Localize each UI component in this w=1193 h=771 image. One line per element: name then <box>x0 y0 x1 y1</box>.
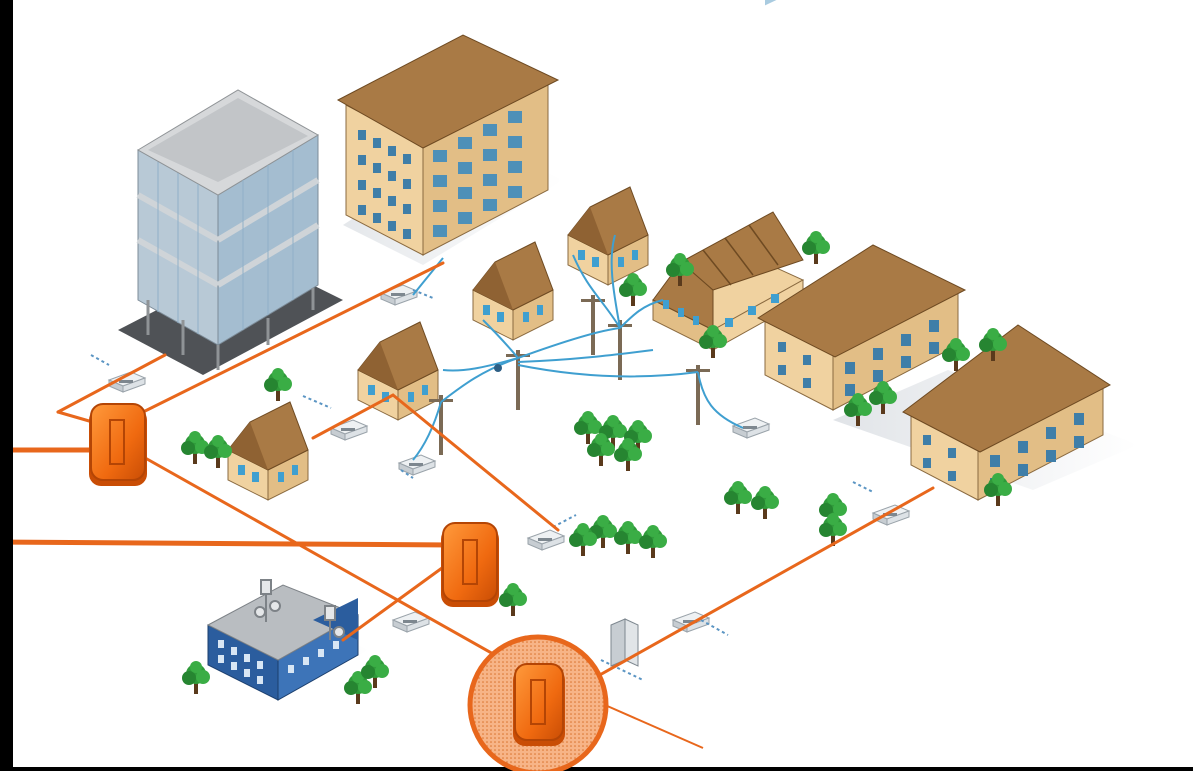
glass-office-tower <box>118 89 343 375</box>
street-cabinet <box>610 618 639 667</box>
fiber-closure <box>441 522 499 607</box>
apartment-block <box>336 34 563 265</box>
conduit-stubs <box>90 289 874 681</box>
townhouse-row <box>651 211 805 351</box>
callout-leader-line <box>604 704 704 749</box>
two-story-apartments <box>756 0 1138 501</box>
aerial-drop-cables <box>412 234 744 461</box>
central-office-with-antennas <box>206 579 368 701</box>
fiber-closure <box>89 403 147 486</box>
splice-point <box>494 364 502 372</box>
highlighted-fiber-closure <box>467 634 704 771</box>
fiber-routes <box>56 261 935 692</box>
neighborhood-scene <box>13 0 1193 771</box>
